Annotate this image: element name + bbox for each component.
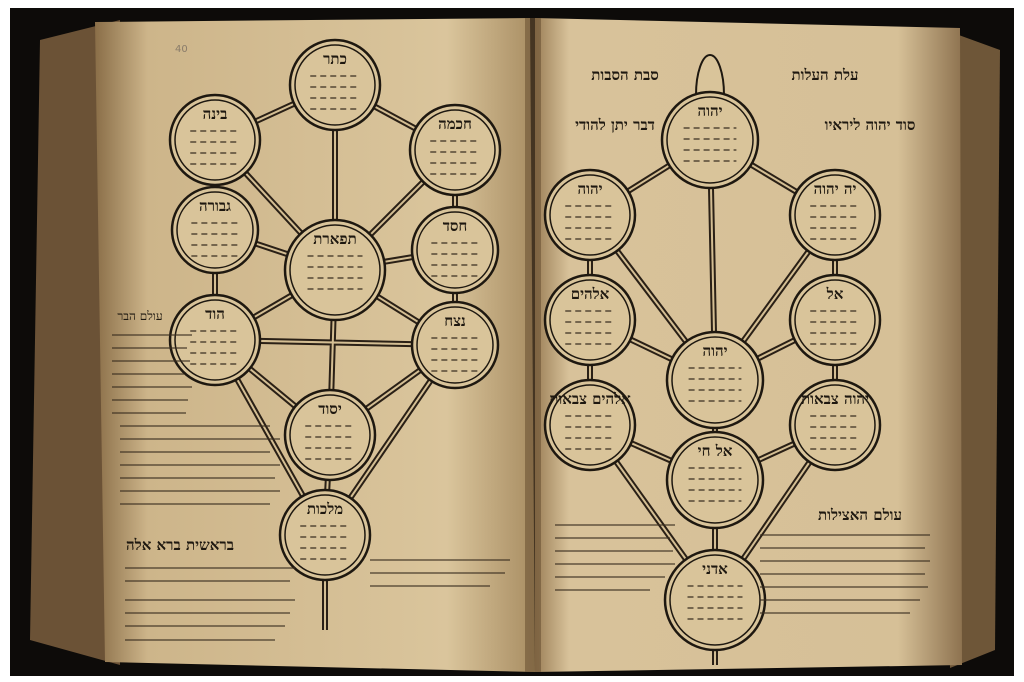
node-label: גבורה — [199, 197, 231, 215]
sefira-circle: חסד — [410, 205, 500, 295]
divine-name-circle: אלהים צבאות — [543, 378, 637, 472]
node-label: נצח — [444, 312, 466, 330]
divine-name-circle: אדני — [663, 548, 767, 652]
sefira-circle: תפארת — [283, 218, 387, 322]
title-left: סבת הסבות — [591, 66, 659, 84]
left-bottom-heading: בראשית ברא אלה — [126, 536, 234, 554]
node-label: אדני — [702, 560, 728, 578]
node-label: בינה — [203, 105, 228, 123]
heading-right: סוד יהוה ליראיו — [825, 116, 916, 134]
divine-name-circle: יהוה — [665, 330, 765, 430]
node-label: יסוד — [318, 400, 342, 418]
node-label: יהוה — [702, 342, 727, 360]
node-label: יהוה צבאות — [801, 390, 869, 408]
node-label: תפארת — [313, 230, 356, 248]
node-label: מלכות — [307, 500, 343, 518]
gutter — [525, 18, 541, 672]
page-number: 40 — [175, 44, 188, 55]
divine-name-circle: יהוה צבאות — [788, 378, 882, 472]
divine-name-circle: אלהים — [543, 273, 637, 367]
node-label: יה יהוה — [814, 180, 857, 198]
node-label: אלהים צבאות — [549, 390, 631, 408]
divine-name-circle: יהוה — [660, 90, 760, 190]
sefira-circle: חכמה — [408, 103, 502, 197]
marginal-text — [112, 334, 930, 641]
node-label: אל חי — [698, 442, 733, 460]
sefira-circle: בינה — [168, 93, 262, 187]
sefira-circle: נצח — [410, 300, 500, 390]
divine-name-circle: אל חי — [665, 430, 765, 530]
right-side-heading: עולם האצילות — [818, 506, 902, 524]
node-label: אלהים — [571, 285, 610, 303]
sefira-circle: הוד — [168, 293, 262, 387]
sefira-circle: גבורה — [170, 185, 260, 275]
title-right: עלת העלות — [792, 66, 859, 84]
node-label: כתר — [323, 50, 347, 68]
divine-name-circle: יה יהוה — [788, 168, 882, 262]
node-label: אל — [826, 285, 844, 303]
node-label: חכמה — [438, 115, 472, 133]
divine-name-circle: יהוה — [543, 168, 637, 262]
node-label: הוד — [205, 305, 225, 323]
sefira-circle: מלכות — [278, 488, 372, 582]
heading-left: דבר יתן להודי — [575, 116, 655, 134]
divine-name-circle: אל — [788, 273, 882, 367]
node-label: יהוה — [697, 102, 722, 120]
node-label: חסד — [443, 217, 468, 235]
left-side-heading: עולם הבר — [117, 309, 163, 323]
sefira-circle: כתר — [288, 38, 382, 132]
node-label: יהוה — [577, 180, 602, 198]
sefira-circle: יסוד — [283, 388, 377, 482]
